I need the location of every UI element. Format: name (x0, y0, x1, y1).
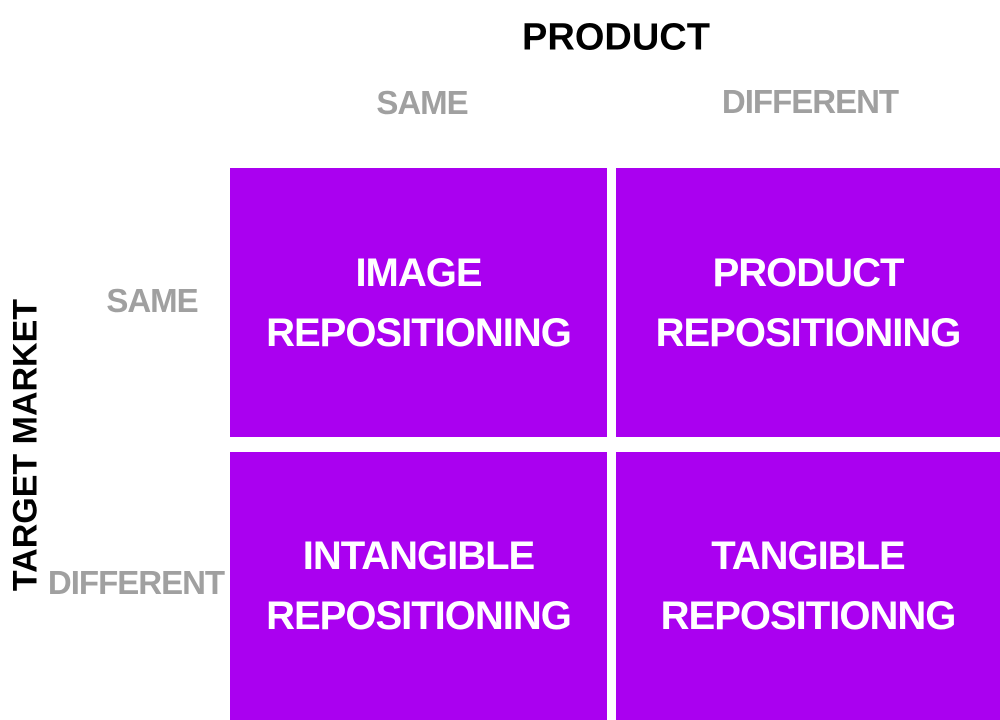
quadrant-text-line: IMAGE (355, 250, 482, 295)
quadrant-text-line: REPOSITIONING (266, 594, 572, 638)
quadrant-text-line: REPOSITIONING (655, 310, 962, 355)
row-label-different: DIFFERENT (47, 564, 225, 601)
x-axis-title: PRODUCT (522, 16, 710, 59)
quadrant-text-line: INTANGIBLE (302, 534, 535, 578)
column-label-same: SAME (376, 84, 468, 121)
quadrant-text-line: TANGIBLE (711, 534, 905, 578)
quadrant-text-line: REPOSITIONNG (660, 594, 957, 638)
quadrant-product-repositioning: PRODUCT REPOSITIONING (616, 168, 1000, 437)
quadrant-text-line: PRODUCT (712, 250, 905, 295)
quadrant-text-line: REPOSITIONING (266, 310, 572, 355)
quadrant-intangible-repositioning: INTANGIBLE REPOSITIONING (230, 452, 607, 720)
row-label-same: SAME (106, 282, 198, 319)
quadrant-image-repositioning: IMAGE REPOSITIONING (230, 168, 607, 437)
y-axis-title: TARGET MARKET (6, 298, 45, 592)
column-label-different: DIFFERENT (721, 83, 899, 120)
quadrant-tangible-repositioning: TANGIBLE REPOSITIONNG (616, 452, 1000, 720)
